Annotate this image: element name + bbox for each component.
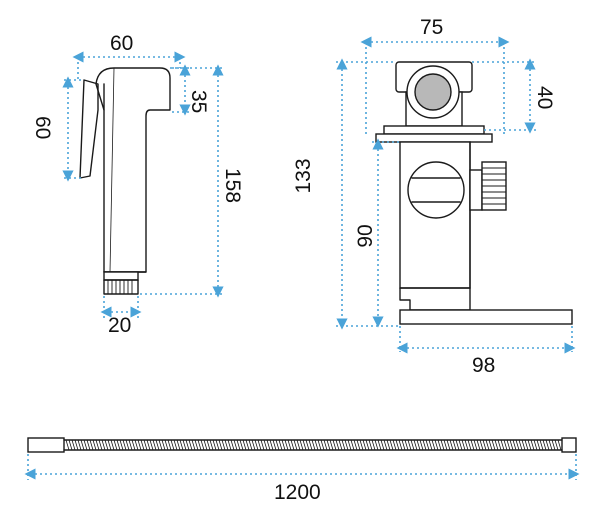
valve-body [399, 141, 573, 325]
dim-label-sprayer-thread-width: 20 [108, 314, 131, 337]
hose-end-left [27, 437, 65, 453]
dim-label-valve-top-height: 40 [533, 86, 556, 109]
dim-label-sprayer-total-height: 158 [221, 168, 244, 203]
dim-label-valve-total-height: 133 [292, 158, 315, 193]
wall-valve: 75 40 133 90 98 [292, 16, 576, 377]
valve-side-connector [469, 161, 507, 211]
hose-end-right [561, 437, 577, 453]
flexible-hose: 1200 [24, 437, 580, 504]
sprayer-thread [103, 271, 139, 295]
sprayer-head [95, 67, 171, 273]
dim-label-valve-width: 75 [420, 16, 443, 39]
dim-label-valve-depth: 98 [472, 354, 495, 377]
dim-label-sprayer-side-height: 60 [31, 116, 54, 139]
sprayer-trigger [79, 79, 99, 179]
dim-label-valve-body-height: 90 [354, 224, 377, 247]
valve-knob-top [375, 61, 493, 143]
dim-label-sprayer-head-height: 35 [187, 90, 210, 113]
dim-label-sprayer-width: 60 [110, 32, 133, 55]
hand-sprayer: 60 35 60 158 20 [31, 32, 244, 337]
dim-label-hose-length: 1200 [274, 481, 321, 504]
